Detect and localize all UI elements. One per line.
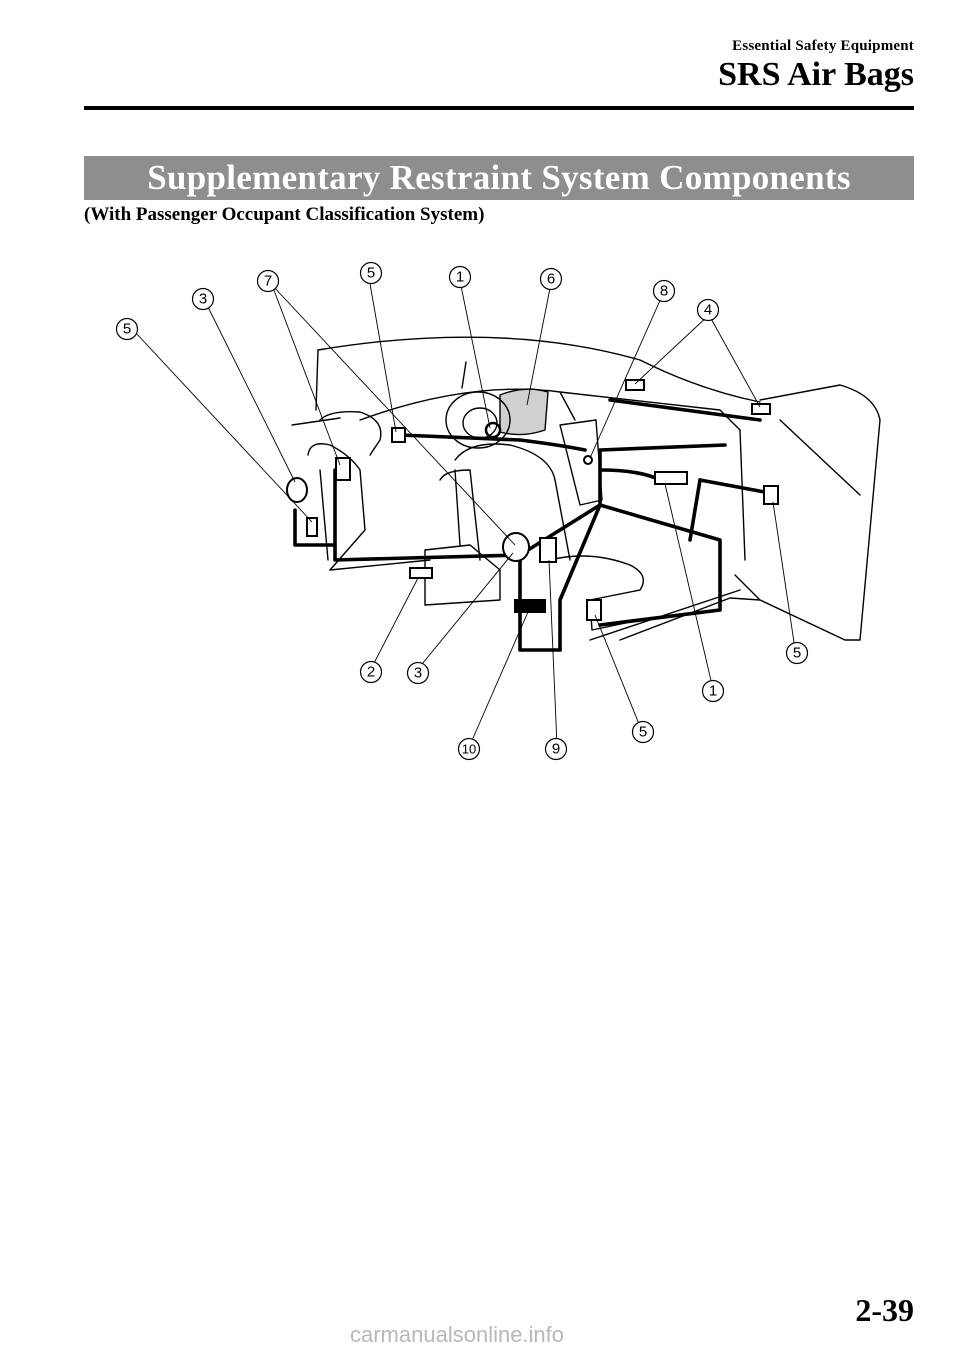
page-number: 2-39 xyxy=(855,1292,914,1328)
header-rule xyxy=(84,106,914,110)
callout-label: 5 xyxy=(793,645,801,662)
page-title: SRS Air Bags xyxy=(718,56,914,93)
subheading: (With Passenger Occupant Classification … xyxy=(84,204,485,225)
watermark-site: carmanualsonline.info xyxy=(350,1322,565,1347)
callout-label: 2 xyxy=(367,664,375,681)
callout-label: 7 xyxy=(264,273,272,290)
srs-component-diagram: 5 3 7 5 1 6 8 4 2 3 1 5 10 9 5 xyxy=(115,261,881,761)
callout-label: 4 xyxy=(704,302,712,319)
header-section: Essential Safety Equipment xyxy=(732,38,914,54)
section-banner: Supplementary Restraint System Component… xyxy=(84,156,914,200)
callout-label: 3 xyxy=(199,291,207,308)
callout-label: 1 xyxy=(709,683,717,700)
callout-label: 8 xyxy=(660,283,668,300)
callout-label: 5 xyxy=(123,321,131,338)
callout-label: 9 xyxy=(552,741,560,758)
callout-label: 5 xyxy=(639,724,647,741)
callout-label: 6 xyxy=(547,271,555,288)
callout-label: 3 xyxy=(414,665,422,682)
callout-label: 5 xyxy=(367,265,375,282)
callout-label: 1 xyxy=(456,269,464,286)
callout-label: 10 xyxy=(462,742,476,757)
header-section-label: Essential Safety Equipment SRS Air Bags xyxy=(718,38,914,93)
